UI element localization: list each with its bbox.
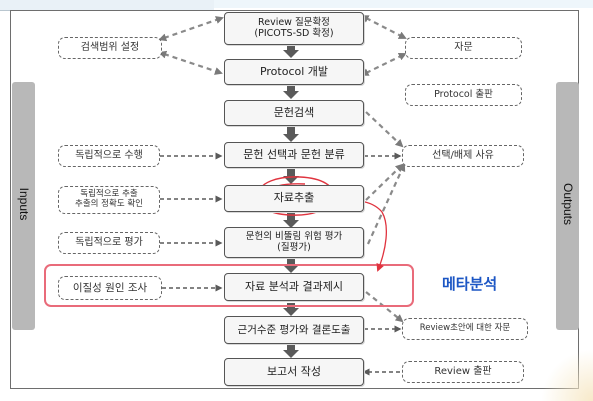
output-protocol-publish: Protocol 출판 xyxy=(405,84,522,106)
step-literature-search: 문헌검색 xyxy=(224,100,364,126)
output-review-publish-label: Review 출판 xyxy=(434,366,492,378)
step-selection-label: 문헌 선택과 문헌 분류 xyxy=(243,147,345,161)
step-analysis: 자료 분석과 결과제시 xyxy=(224,273,364,301)
input-independent-extract-line1: 독립적으로 추출 xyxy=(80,189,138,200)
output-advice: 자문 xyxy=(405,37,522,59)
step-literature-search-label: 문헌검색 xyxy=(273,105,315,119)
step-bias-assessment-line2: (질평가) xyxy=(277,241,311,253)
output-review-draft-advice-label: Review초안에 대한 자문 xyxy=(419,323,511,334)
outputs-label: Outputs xyxy=(561,182,575,226)
input-heterogeneity-label: 이질성 원인 조사 xyxy=(72,281,148,294)
input-independent-perform-label: 독립적으로 수행 xyxy=(75,150,143,162)
input-independent-assess-label: 독립적으로 평가 xyxy=(75,237,143,249)
step-review-question-line2: (PICOTS-SD 확정) xyxy=(254,27,334,39)
input-search-scope-label: 검색범위 설정 xyxy=(80,42,140,54)
step-evidence-label: 근거수준 평가와 결론도출 xyxy=(237,323,351,336)
step-protocol-label: Protocol 개발 xyxy=(259,64,329,78)
output-exclusion-reason: 선택/배제 사유 xyxy=(402,145,524,167)
output-review-publish: Review 출판 xyxy=(402,361,524,383)
step-bias-assessment: 문헌의 비뚤림 위험 평가 (질평가) xyxy=(224,227,364,258)
input-search-scope: 검색범위 설정 xyxy=(58,37,162,59)
output-advice-label: 자문 xyxy=(454,42,473,54)
input-independent-extract-line2: 추출의 정확도 확인 xyxy=(75,199,143,209)
input-independent-assess: 독립적으로 평가 xyxy=(58,232,160,254)
input-heterogeneity: 이질성 원인 조사 xyxy=(58,276,162,300)
step-evidence: 근거수준 평가와 결론도출 xyxy=(224,316,364,344)
inputs-label: Inputs xyxy=(17,187,31,221)
step-protocol: Protocol 개발 xyxy=(224,59,364,85)
corner-glow xyxy=(540,350,593,401)
input-independent-perform: 독립적으로 수행 xyxy=(58,145,160,167)
meta-analysis-annotation: 메타분석 xyxy=(442,275,498,293)
top-strip xyxy=(0,0,593,8)
step-report: 보고서 작성 xyxy=(224,358,364,386)
step-review-question: Review 질문확정 (PICOTS-SD 확정) xyxy=(224,12,364,45)
output-protocol-publish-label: Protocol 출판 xyxy=(434,88,493,100)
output-review-draft-advice: Review초안에 대한 자문 xyxy=(402,318,528,340)
input-independent-extract: 독립적으로 추출 추출의 정확도 확인 xyxy=(58,186,160,214)
step-review-question-line1: Review 질문확정 xyxy=(258,16,330,28)
output-exclusion-reason-label: 선택/배제 사유 xyxy=(432,150,494,162)
outputs-bar xyxy=(556,82,579,330)
step-selection: 문헌 선택과 문헌 분류 xyxy=(224,142,364,168)
step-extraction: 자료추출 xyxy=(224,185,364,212)
step-analysis-label: 자료 분석과 결과제시 xyxy=(244,279,344,293)
step-extraction-label: 자료추출 xyxy=(273,191,315,205)
step-bias-assessment-line1: 문헌의 비뚤림 위험 평가 xyxy=(245,230,343,242)
step-report-label: 보고서 작성 xyxy=(266,364,322,378)
inputs-bar xyxy=(12,82,35,330)
